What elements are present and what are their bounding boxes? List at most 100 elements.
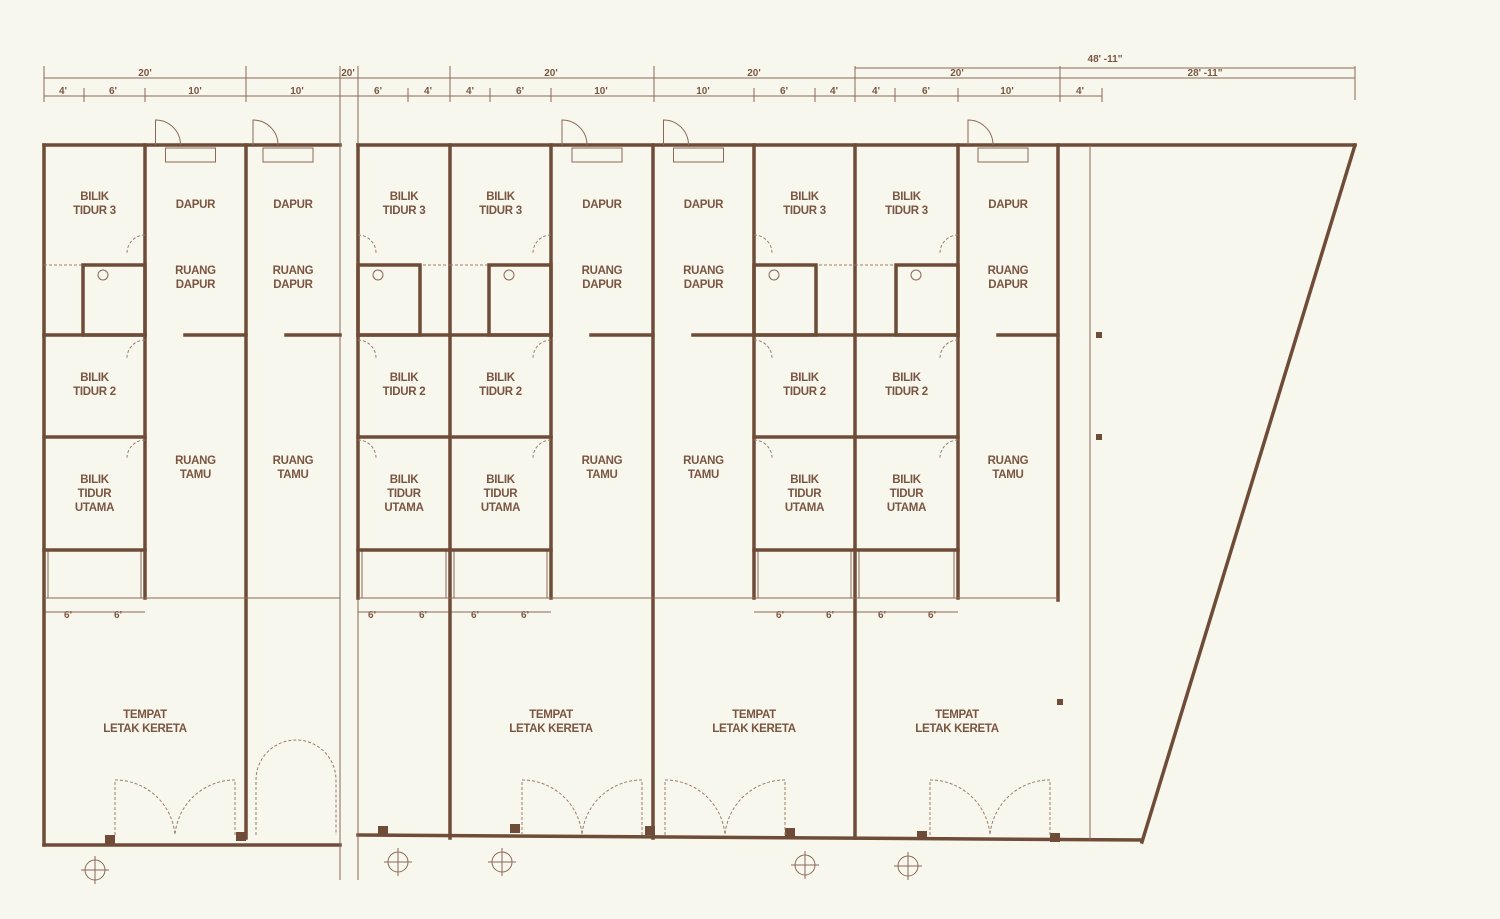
dimension-label: 6' [516, 86, 524, 97]
porch-gate [521, 779, 643, 836]
back-door [967, 119, 994, 146]
toilet [81, 263, 147, 337]
bathroom [47, 549, 142, 599]
wall [356, 833, 1144, 842]
room-label-line: DAPUR [176, 279, 216, 291]
room-label-line: BILIK [486, 474, 516, 486]
dimension-label: 4' [872, 86, 880, 97]
room-label-line: TIDUR 3 [479, 205, 522, 217]
dimension-label: 6' [471, 610, 479, 621]
dimension-label: 6' [64, 610, 72, 621]
dimension-label: 6' [109, 86, 117, 97]
room-label-line: TIDUR 3 [73, 205, 116, 217]
dimension-label: 20' [544, 68, 558, 79]
dimension-label: 10' [696, 86, 710, 97]
room-label-line: TEMPAT [529, 709, 573, 721]
dimension-label: 4' [830, 86, 838, 97]
boundary-post [1096, 332, 1102, 338]
door-swing [357, 339, 377, 359]
room-label-line: DAPUR [684, 279, 724, 291]
dimension-label: 6' [928, 610, 936, 621]
room-label-line: BILIK [80, 191, 110, 203]
room-label-line: UTAMA [481, 502, 520, 514]
room-label-line: BILIK [892, 372, 922, 384]
room-label-line: RUANG [175, 265, 216, 277]
dimension-label: 20' [138, 68, 152, 79]
dimension-label: 10' [594, 86, 608, 97]
room-label-line: BILIK [80, 372, 110, 384]
door-swing [753, 339, 773, 359]
room-label-line: TIDUR [484, 488, 519, 500]
kitchen-sink [977, 147, 1029, 163]
door-swing [126, 339, 146, 359]
dimension-label: 6' [878, 610, 886, 621]
room-label-line: LETAK KERETA [103, 723, 187, 735]
dimension-label: 6' [922, 86, 930, 97]
dimension-label: 6' [776, 610, 784, 621]
room-label-line: UTAMA [785, 502, 824, 514]
toilet [752, 263, 818, 337]
door-swing [939, 439, 959, 459]
room-label-line: DAPUR [988, 279, 1028, 291]
room-label-line: BILIK [790, 191, 820, 203]
door-swing [753, 234, 773, 254]
room-label-dapur: DAPUR [988, 199, 1028, 211]
kitchen-sink [262, 147, 314, 163]
porch-gate [114, 779, 236, 836]
room-label-dapur: DAPUR [582, 199, 622, 211]
dimension-label: 10' [1000, 86, 1014, 97]
room-label-dapur: DAPUR [273, 199, 313, 211]
dimension-label: 6' [114, 610, 122, 621]
boundary-post [1096, 434, 1102, 440]
door-swing [532, 339, 552, 359]
room-label-line: BILIK [790, 474, 820, 486]
room-label-line: TIDUR [387, 488, 422, 500]
door-swing [532, 439, 552, 459]
room-label-line: TAMU [586, 469, 617, 481]
toilet-fixture [372, 269, 384, 281]
room-label-line: BILIK [390, 372, 420, 384]
dimension-label: 4' [59, 86, 67, 97]
porch-gate [929, 779, 1051, 836]
door-swing [357, 234, 377, 254]
room-label-line: TAMU [180, 469, 211, 481]
door-swing [939, 339, 959, 359]
column [645, 826, 655, 835]
toilet [894, 263, 960, 337]
room-label-dapur: DAPUR [684, 199, 724, 211]
column [236, 832, 246, 841]
room-label-line: TIDUR 3 [783, 205, 826, 217]
room-label-line: TIDUR 2 [73, 386, 116, 398]
room-label-line: BILIK [390, 191, 420, 203]
room-label-bilik_tidur_3: BILIK TIDUR 3 [73, 191, 116, 217]
room-label-dapur: DAPUR [176, 199, 216, 211]
room-label-bilik_tidur_utama: BILIK TIDUR UTAMA [481, 474, 520, 514]
dimension-label: 20' [950, 68, 964, 79]
dimension-label: 20' [747, 68, 761, 79]
column [378, 826, 388, 835]
bathroom [361, 549, 447, 599]
room-label-line: RUANG [273, 455, 314, 467]
wall [1139, 142, 1358, 845]
room-label-line: BILIK [892, 191, 922, 203]
room-label-line: BILIK [390, 474, 420, 486]
bathroom [757, 549, 852, 599]
room-label-line: TEMPAT [935, 709, 979, 721]
room-label-ruang_dapur: RUANG DAPUR [175, 265, 216, 291]
dimension-label: 6' [368, 610, 376, 621]
dimension-label: 6' [374, 86, 382, 97]
